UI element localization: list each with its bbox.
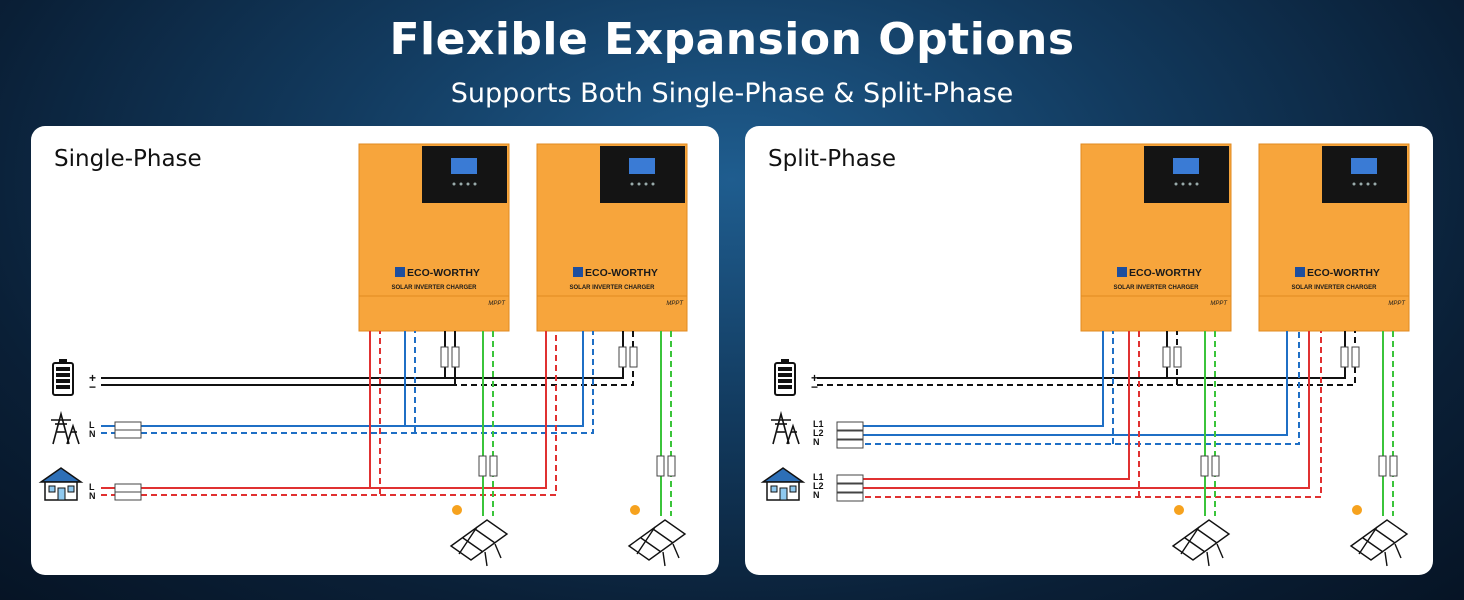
terminal-blocks <box>114 421 142 501</box>
grid-label-n: N <box>89 429 96 439</box>
battery-icon <box>52 359 74 396</box>
mppt-badge: MPPT <box>666 301 684 307</box>
inverter-unit-2: ECO-WORTHY SOLAR INVERTER CHARGER MPPT <box>1258 143 1410 332</box>
inverter-model: SOLAR INVERTER CHARGER <box>569 285 655 291</box>
grid-label-l2: L2 <box>813 428 824 438</box>
home-label-l: L <box>89 482 95 492</box>
brand-logo-icon <box>395 267 405 277</box>
battery-plus-label: + <box>811 371 818 385</box>
inverter-unit-2: ECO-WORTHY SOLAR INVERTER CHARGER MPPT <box>536 143 688 332</box>
inverter-brand: ECO-WORTHY <box>585 267 658 279</box>
pv-wires <box>1204 331 1394 516</box>
ac-output-wires <box>101 331 557 496</box>
inverter-model: SOLAR INVERTER CHARGER <box>1291 285 1377 291</box>
inverter-model: SOLAR INVERTER CHARGER <box>391 285 477 291</box>
lcd-screen-icon <box>629 158 655 174</box>
mppt-badge: MPPT <box>488 301 506 307</box>
home-label-l2: L2 <box>813 481 824 491</box>
page-title: Flexible Expansion Options <box>389 14 1075 65</box>
inverter-brand: ECO-WORTHY <box>1129 267 1202 279</box>
ac-output-wires <box>855 331 1322 498</box>
sun-icon <box>452 505 640 515</box>
pv-fuses <box>1200 455 1398 477</box>
power-tower-icon <box>771 410 800 445</box>
lcd-screen-icon <box>1351 158 1377 174</box>
brand-logo-icon <box>1295 267 1305 277</box>
brand-logo-icon <box>1117 267 1127 277</box>
split-phase-wiring-diagram: ECO-WORTHY SOLAR INVERTER CHARGER MPPT E… <box>760 143 1410 567</box>
sun-icon <box>1174 505 1362 515</box>
battery-minus-label: − <box>811 380 818 394</box>
solar-panel-icon <box>1171 519 1409 567</box>
inverter-brand: ECO-WORTHY <box>407 267 480 279</box>
battery-fuses <box>440 346 638 368</box>
battery-minus-label: − <box>89 380 96 394</box>
house-icon <box>38 467 84 501</box>
grid-input-wires <box>855 331 1300 445</box>
inverter-brand: ECO-WORTHY <box>1307 267 1380 279</box>
panel-title-single-phase: Single-Phase <box>54 146 202 172</box>
house-icon <box>760 467 806 501</box>
home-label-n: N <box>89 491 96 501</box>
grid-label-n: N <box>813 437 820 447</box>
split-phase-panel: Split-Phase ECO-WORTHY SOLAR INVERTER CH… <box>745 126 1433 575</box>
single-phase-panel: Single-Phase ECO-WORTHY SOLAR INVERTER C… <box>31 126 719 575</box>
lcd-screen-icon <box>1173 158 1199 174</box>
battery-plus-label: + <box>89 371 96 385</box>
lcd-screen-icon <box>451 158 477 174</box>
mppt-badge: MPPT <box>1388 301 1406 307</box>
inverter-unit-1: ECO-WORTHY SOLAR INVERTER CHARGER MPPT <box>1080 143 1232 332</box>
single-phase-wiring-diagram: ECO-WORTHY SOLAR INVERTER CHARGER MPPT E… <box>38 143 688 567</box>
battery-fuses <box>1162 346 1360 368</box>
battery-wires <box>817 331 1356 386</box>
mppt-badge: MPPT <box>1210 301 1228 307</box>
inverter-unit-1: ECO-WORTHY SOLAR INVERTER CHARGER MPPT <box>358 143 510 332</box>
pv-fuses <box>478 455 676 477</box>
grid-label-l1: L1 <box>813 419 824 429</box>
power-tower-icon <box>51 410 80 445</box>
brand-logo-icon <box>573 267 583 277</box>
home-label-l1: L1 <box>813 472 824 482</box>
panel-title-split-phase: Split-Phase <box>768 146 896 172</box>
solar-panel-icon <box>449 519 687 567</box>
battery-wires <box>101 331 634 386</box>
page-subtitle: Supports Both Single-Phase & Split-Phase <box>450 78 1014 109</box>
battery-icon <box>774 359 796 396</box>
grid-input-wires <box>101 331 594 434</box>
pv-wires <box>482 331 672 516</box>
terminal-blocks <box>836 421 864 502</box>
home-label-n: N <box>813 490 820 500</box>
inverter-model: SOLAR INVERTER CHARGER <box>1113 285 1199 291</box>
grid-label-l: L <box>89 420 95 430</box>
